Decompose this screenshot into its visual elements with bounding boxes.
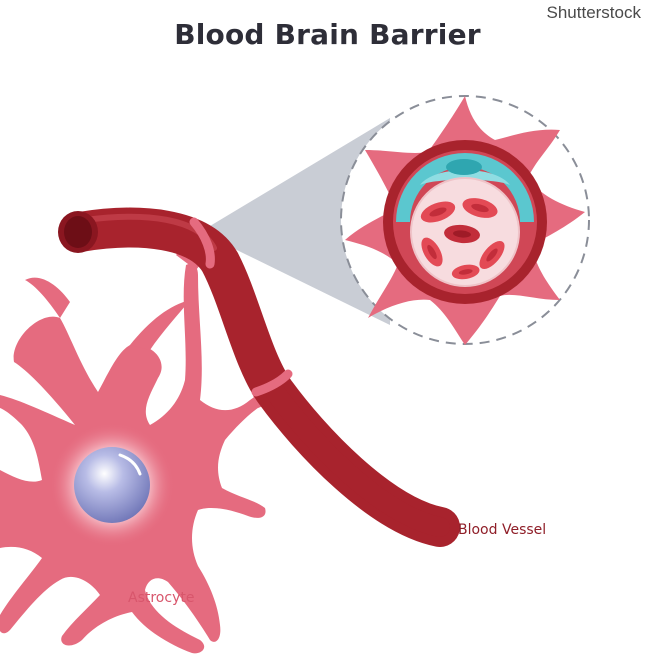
watermark: Shutterstock <box>546 3 642 22</box>
astrocyte-cell <box>0 263 284 654</box>
red-blood-cell <box>444 224 480 244</box>
blood-vessel-label: Blood Vessel <box>458 522 547 538</box>
cross-section-magnified <box>340 95 590 345</box>
endfoot-band-upper <box>189 217 215 269</box>
astrocyte-process <box>130 300 190 350</box>
red-blood-cell <box>462 198 498 218</box>
red-blood-cell <box>421 237 443 267</box>
red-blood-cell <box>420 201 456 223</box>
nucleus-highlight <box>118 453 142 476</box>
blood-vessel <box>58 207 460 547</box>
red-blood-cell <box>479 240 505 270</box>
astrocyte-label: Astrocyte <box>128 590 195 606</box>
endfoot-band-lower <box>251 369 293 397</box>
astrocyte-nucleus <box>74 447 150 523</box>
red-blood-cell <box>451 264 480 280</box>
vessel-tube-taper <box>265 382 450 537</box>
magnifier-cone <box>200 118 390 325</box>
red-blood-cells <box>420 198 505 280</box>
diagram-title: Blood Brain Barrier <box>174 18 481 51</box>
endothelial-nucleus <box>446 159 482 175</box>
vessel-lumen <box>64 216 92 248</box>
astrocyte-process <box>25 277 70 318</box>
endothelial-cell <box>396 153 534 222</box>
